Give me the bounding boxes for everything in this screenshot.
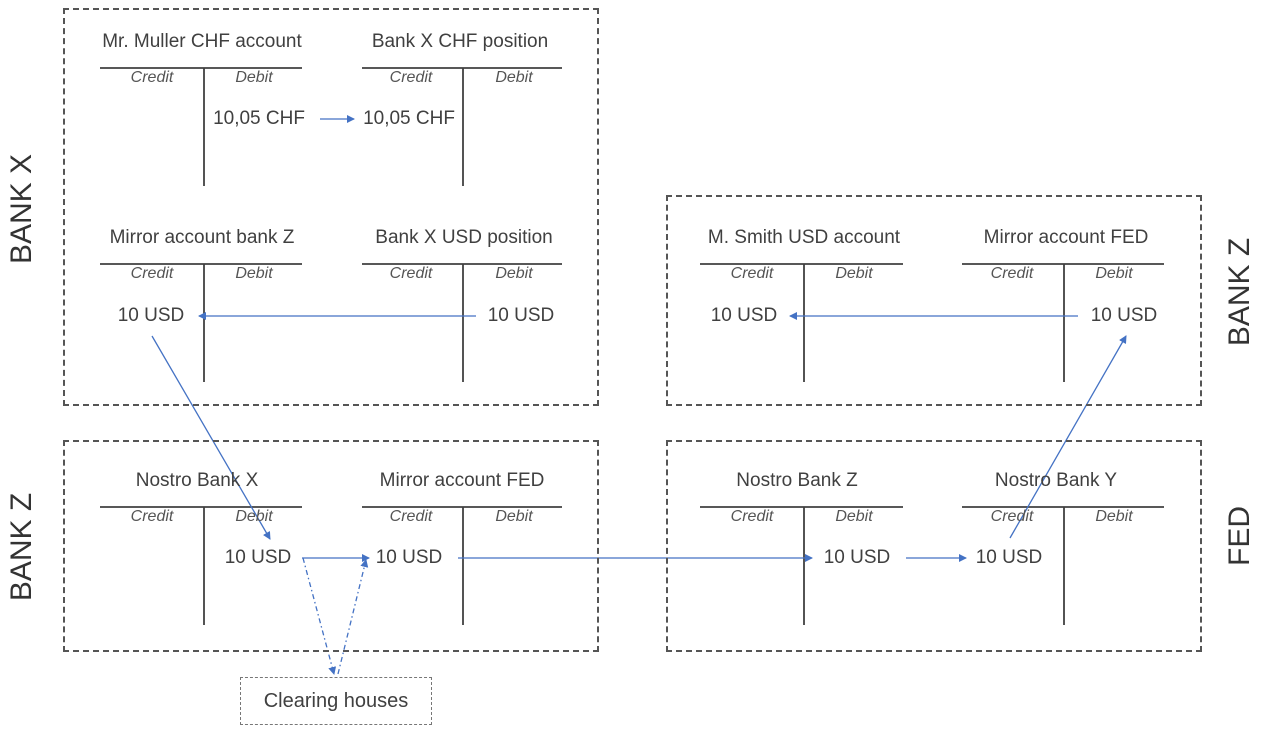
section-label-bank-z-left: BANK Z: [5, 492, 38, 602]
debit-header: Debit: [495, 265, 533, 282]
credit-header: Credit: [130, 508, 174, 525]
section-label-bank-z-right: BANK Z: [1223, 237, 1256, 347]
amount-debit-nostro-bank-x: 10 USD: [224, 547, 292, 568]
account-title: Nostro Bank Y: [994, 470, 1118, 491]
debit-header: Debit: [235, 508, 273, 525]
amount-credit-chf-position: 10,05 CHF: [363, 108, 455, 129]
amount-credit-smith: 10 USD: [710, 305, 778, 326]
bank-x-box: [63, 8, 599, 406]
credit-header: Credit: [389, 69, 433, 86]
debit-header: Debit: [1095, 508, 1133, 525]
debit-header: Debit: [835, 508, 873, 525]
amount-credit-nostro-bank-y: 10 USD: [975, 547, 1043, 568]
credit-header: Credit: [389, 265, 433, 282]
account-title: Mirror account FED: [983, 227, 1149, 248]
credit-header: Credit: [389, 508, 433, 525]
credit-header: Credit: [730, 508, 774, 525]
debit-header: Debit: [835, 265, 873, 282]
account-title: Bank X USD position: [375, 227, 553, 248]
debit-header: Debit: [1095, 265, 1133, 282]
amount-debit-muller: 10,05 CHF: [213, 108, 305, 129]
account-title: Mr. Muller CHF account: [102, 31, 302, 52]
amount-debit-usd-position: 10 USD: [487, 305, 555, 326]
bank-z-top-box: [666, 195, 1202, 406]
bank-z-bottom-box: [63, 440, 599, 652]
credit-header: Credit: [990, 508, 1034, 525]
account-title: Nostro Bank Z: [736, 470, 858, 491]
fed-box: [666, 440, 1202, 652]
credit-header: Credit: [130, 69, 174, 86]
account-title: M. Smith USD account: [707, 227, 901, 248]
flow-arrows: [151, 115, 1127, 675]
amount-debit-mirror-fed: 10 USD: [1090, 305, 1158, 326]
section-label-bank-x: BANK X: [5, 153, 38, 265]
clearing-houses-box: Clearing houses: [240, 677, 432, 725]
amount-debit-nostro-bank-z: 10 USD: [823, 547, 891, 568]
account-title: Nostro Bank X: [135, 470, 259, 491]
t-account-rules: [100, 67, 1164, 625]
debit-header: Debit: [495, 69, 533, 86]
account-title: Mirror account bank Z: [109, 227, 295, 248]
credit-header: Credit: [990, 265, 1034, 282]
credit-header: Credit: [130, 265, 174, 282]
debit-header: Debit: [235, 265, 273, 282]
section-label-fed: FED: [1223, 506, 1256, 566]
account-title: Bank X CHF position: [371, 31, 549, 52]
amount-credit-mirror-bank-z: 10 USD: [117, 305, 185, 326]
account-title: Mirror account FED: [379, 470, 545, 491]
debit-header: Debit: [495, 508, 533, 525]
debit-header: Debit: [235, 69, 273, 86]
amount-credit-mirror-fed: 10 USD: [375, 547, 443, 568]
credit-header: Credit: [730, 265, 774, 282]
